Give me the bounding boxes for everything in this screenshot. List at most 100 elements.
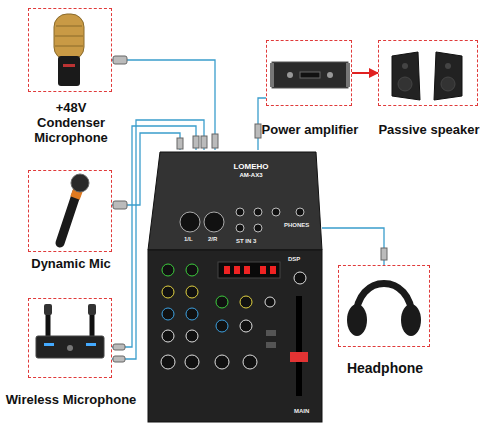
device-label: Headphone <box>325 360 445 376</box>
panel-label: MAIN <box>294 408 309 414</box>
jack-plug <box>201 136 207 148</box>
amplifier-knob <box>327 72 333 78</box>
mic-head <box>44 304 52 315</box>
panel-label: ST IN 3 <box>236 238 256 244</box>
knob <box>186 308 198 320</box>
receiver <box>36 336 104 358</box>
amplifier-knob <box>287 72 293 78</box>
mic-handle <box>90 314 95 338</box>
speaker-tweeter <box>402 63 408 69</box>
panel-label: PHONES <box>284 222 309 228</box>
led-segment <box>234 266 240 274</box>
knob <box>240 320 252 332</box>
amplifier-handle <box>270 63 274 87</box>
jack <box>254 224 262 232</box>
knob <box>265 297 275 307</box>
mic-handle <box>46 314 51 338</box>
device-box: Wireless Microphone <box>28 298 112 378</box>
led-segment <box>224 266 230 274</box>
jack-plug <box>177 138 183 149</box>
mic-head <box>88 304 96 315</box>
device-label: Dynamic Mic <box>11 257 131 272</box>
xlr-plug <box>113 356 125 362</box>
xlr-plug <box>113 56 127 64</box>
knob <box>215 355 229 369</box>
mesh-line <box>55 36 83 37</box>
brand-name: LOMEHO <box>226 162 276 171</box>
knob <box>294 272 306 284</box>
jack <box>236 224 244 232</box>
jack <box>236 208 244 216</box>
cable <box>112 60 215 150</box>
knob <box>162 264 174 276</box>
model-name: AM-AX3 <box>226 172 276 179</box>
ear-cup <box>347 304 367 336</box>
button <box>266 330 276 336</box>
knob <box>216 320 228 332</box>
panel-label: 1/L <box>184 236 193 242</box>
signal-arrow <box>352 72 378 74</box>
jack <box>296 208 304 216</box>
device-label: +48V Condenser Microphone <box>23 101 119 146</box>
mixer: LOMEHOAM-AX3 <box>148 150 322 422</box>
device-box: Dynamic Mic <box>28 170 112 252</box>
speaker-woofer <box>441 77 455 91</box>
knob <box>161 355 175 369</box>
amplifier-body <box>272 62 348 88</box>
mic-badge <box>63 64 75 67</box>
jack-plug <box>193 136 199 148</box>
mixer-front-panel <box>148 250 322 422</box>
mixer-top-panel <box>148 152 322 250</box>
knob <box>162 308 174 320</box>
led-display <box>218 262 280 278</box>
ear-cup <box>401 304 421 336</box>
speaker-woofer <box>398 77 412 91</box>
button <box>266 342 276 348</box>
amplifier-panel <box>300 72 320 78</box>
speaker-cabinet <box>434 52 462 100</box>
knob <box>186 264 198 276</box>
receiver-light <box>86 343 96 346</box>
knob <box>185 355 199 369</box>
panel-label: 2/R <box>208 236 217 242</box>
device-box: +48V Condenser Microphone <box>28 8 112 92</box>
xlr-plug <box>113 344 125 350</box>
speaker-cabinet <box>392 52 420 100</box>
device-label: Power amplifier <box>255 123 365 138</box>
cable <box>322 228 384 265</box>
combo-jack <box>204 212 224 232</box>
knob <box>240 296 252 308</box>
knob <box>162 330 174 342</box>
knob <box>186 286 198 298</box>
knob <box>186 330 198 342</box>
mic-grille <box>54 14 84 60</box>
fader-cap <box>290 352 308 362</box>
mesh-line <box>56 26 82 27</box>
cable <box>112 126 196 347</box>
fader-slot <box>296 296 302 396</box>
led-segment <box>244 266 250 274</box>
jack <box>272 208 280 216</box>
jack-plug <box>212 134 218 148</box>
knob <box>216 296 228 308</box>
jack <box>254 208 262 216</box>
speaker-tweeter <box>445 63 451 69</box>
receiver-knob <box>67 345 73 351</box>
cable <box>112 133 180 205</box>
knob <box>243 355 257 369</box>
xlr-plug <box>113 201 127 209</box>
combo-jack <box>180 212 200 232</box>
mic-body <box>58 56 80 86</box>
mic-head <box>71 174 89 192</box>
led-segment <box>270 266 276 274</box>
mesh-line <box>55 46 83 47</box>
knob <box>162 286 174 298</box>
jack-plug <box>381 248 387 260</box>
receiver-light <box>44 343 54 346</box>
